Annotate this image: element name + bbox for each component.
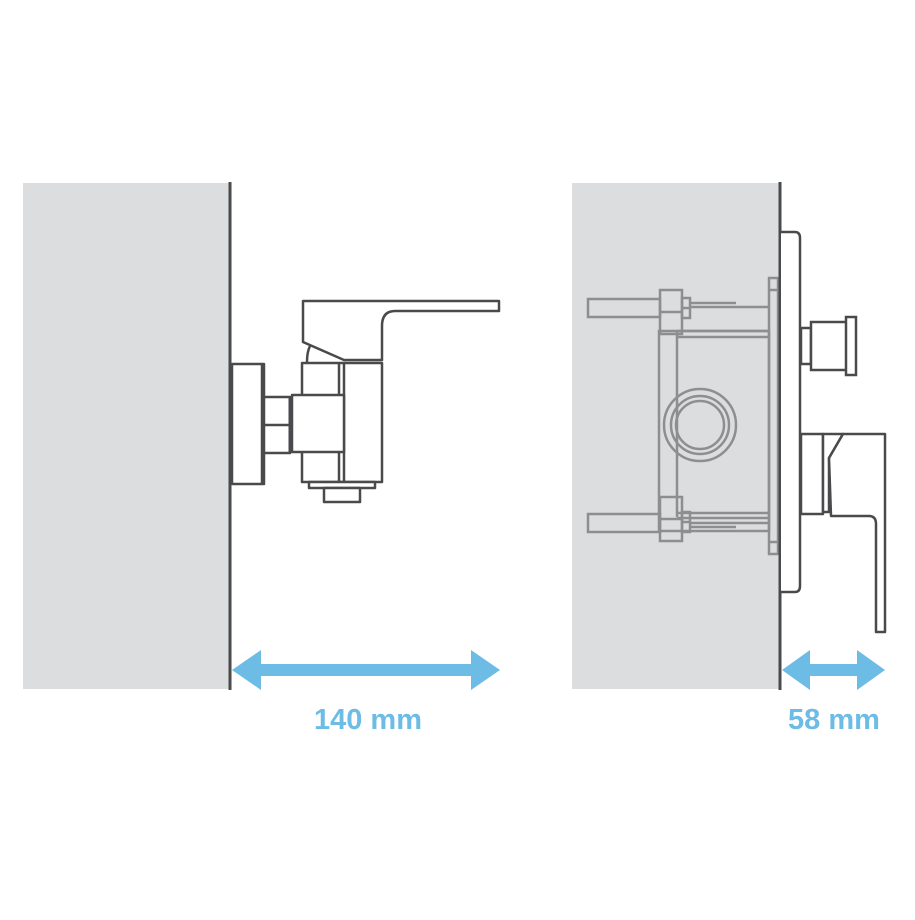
exposed-mixer-panel bbox=[23, 182, 501, 690]
concealed-lever-handle bbox=[799, 432, 887, 634]
dimension-arrow-58 bbox=[782, 650, 885, 690]
exposed-mixer-body bbox=[230, 299, 501, 504]
wall-left bbox=[23, 183, 230, 689]
dimension-label-58: 58 mm bbox=[788, 704, 880, 736]
concealed-mixer-panel bbox=[572, 182, 887, 690]
dimension-arrow-140 bbox=[232, 650, 500, 690]
trim-plate bbox=[781, 230, 802, 594]
concealed-valve-box bbox=[586, 276, 780, 556]
diverter-knob bbox=[799, 315, 858, 377]
dimension-label-140: 140 mm bbox=[313, 704, 423, 736]
